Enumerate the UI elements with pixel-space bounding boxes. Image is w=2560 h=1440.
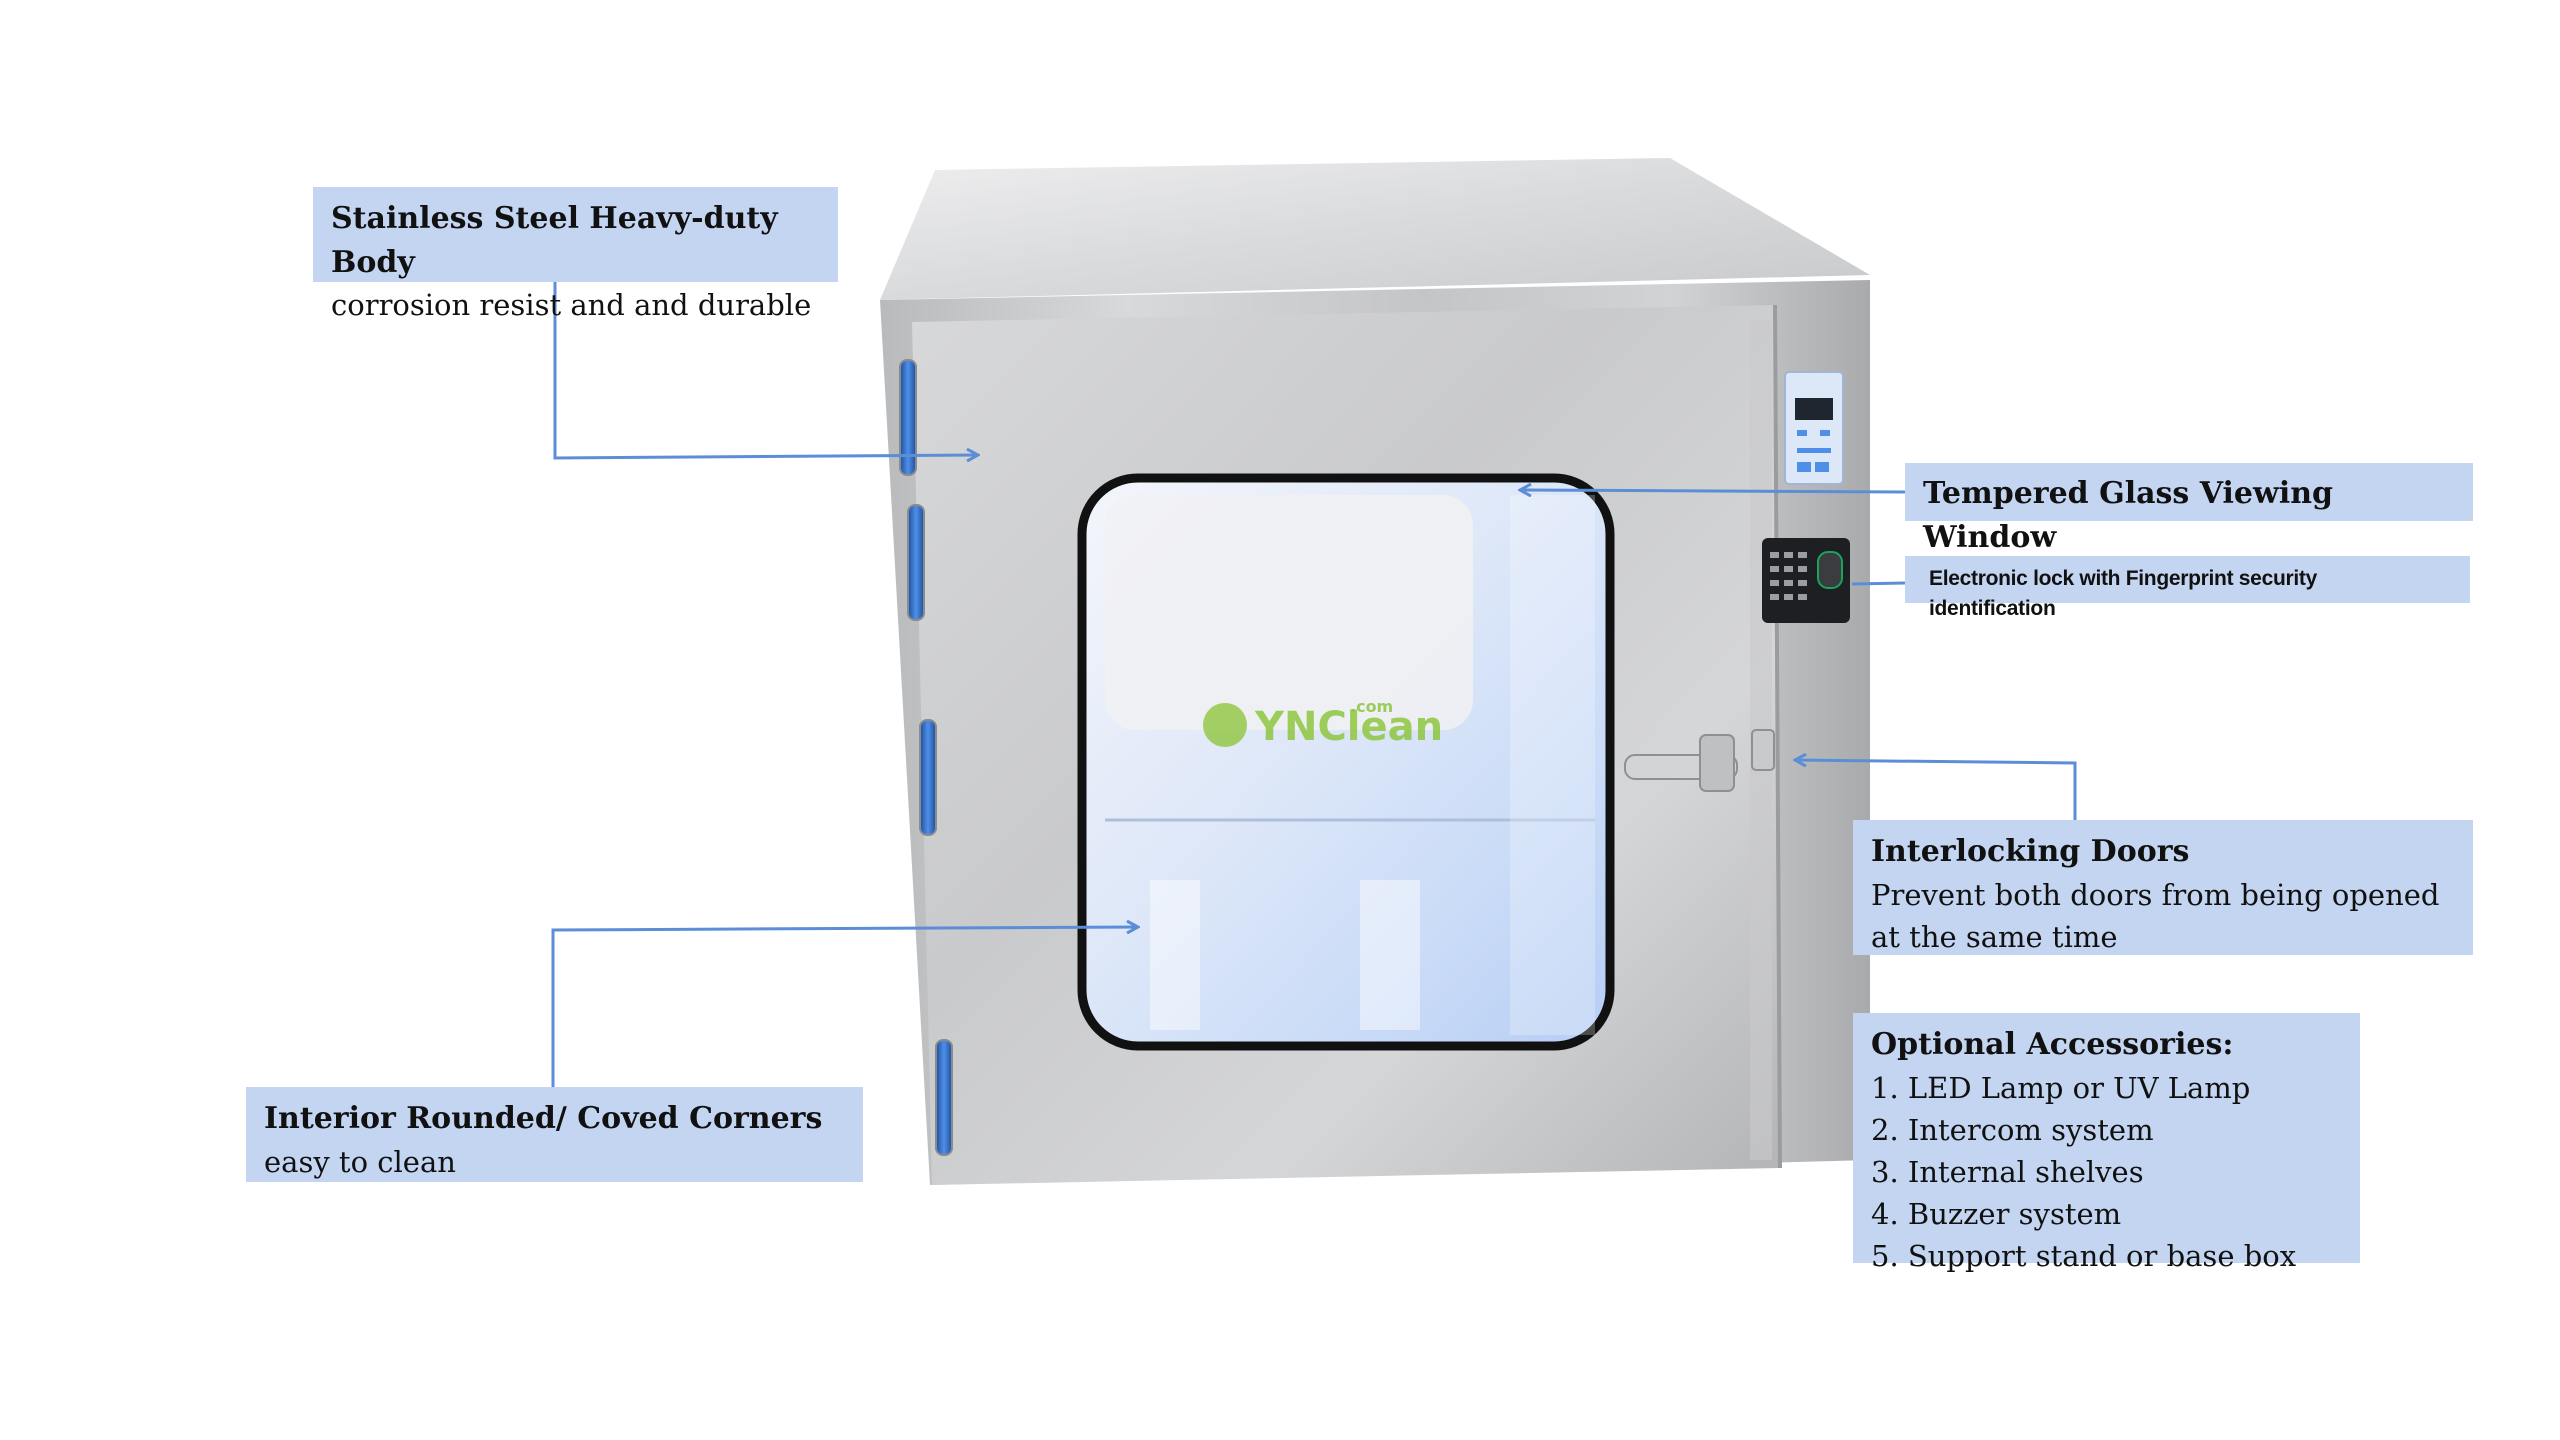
callout-electronic-lock: Electronic lock with Fingerprint securit… <box>1905 556 2470 620</box>
watermark-logo: YNClean .com <box>1203 697 1443 750</box>
fingerprint-keypad-icon <box>1762 538 1850 623</box>
callout-rounded-corners: Interior Rounded/ Coved Corners easy to … <box>246 1087 863 1182</box>
accessories-list: 1. LED Lamp or UV Lamp 2. Intercom syste… <box>1871 1067 2342 1277</box>
accessory-item: 3. Internal shelves <box>1871 1154 2144 1189</box>
accessory-item: 1. LED Lamp or UV Lamp <box>1871 1070 2251 1105</box>
svg-text:YNClean: YNClean <box>1254 704 1443 750</box>
svg-text:.com: .com <box>1350 697 1393 716</box>
callout-description-line2: at the same time <box>1871 919 2118 954</box>
callout-title: Interlocking Doors <box>1871 834 2190 869</box>
callout-title: Optional Accessories: <box>1871 1027 2234 1062</box>
door-handle-icon <box>1624 729 1775 792</box>
callout-description: easy to clean <box>264 1144 456 1179</box>
callout-title: Tempered Glass Viewing Window <box>1923 476 2334 555</box>
callout-interlocking-doors: Interlocking Doors Prevent both doors fr… <box>1853 820 2473 955</box>
accessory-item: 5. Support stand or base box <box>1871 1238 2297 1273</box>
accessory-item: 4. Buzzer system <box>1871 1196 2122 1231</box>
callout-optional-accessories: Optional Accessories: 1. LED Lamp or UV … <box>1853 1013 2360 1273</box>
callout-title: Interior Rounded/ Coved Corners <box>264 1101 823 1136</box>
callout-title: Electronic lock with Fingerprint securit… <box>1929 567 2317 621</box>
leader-corners <box>551 927 1138 1087</box>
callout-stainless-body: Stainless Steel Heavy-duty Body corrosio… <box>313 187 838 322</box>
control-panel-display-icon <box>1784 371 1844 485</box>
leader-body <box>553 282 978 458</box>
callout-title: Stainless Steel Heavy-duty Body <box>331 201 778 280</box>
hinge-icon <box>899 359 953 1156</box>
leader-window <box>1520 490 1906 492</box>
callout-description-line1: Prevent both doors from being opened <box>1871 877 2440 912</box>
leader-lines <box>551 282 2077 1087</box>
leader-lock <box>1851 581 1906 586</box>
cabinet-top <box>880 158 1870 300</box>
callout-description: corrosion resist and and durable <box>331 288 812 322</box>
accessory-item: 2. Intercom system <box>1871 1112 2154 1147</box>
leader-interlock <box>1795 760 2077 820</box>
callout-tempered-glass: Tempered Glass Viewing Window <box>1905 463 2473 555</box>
